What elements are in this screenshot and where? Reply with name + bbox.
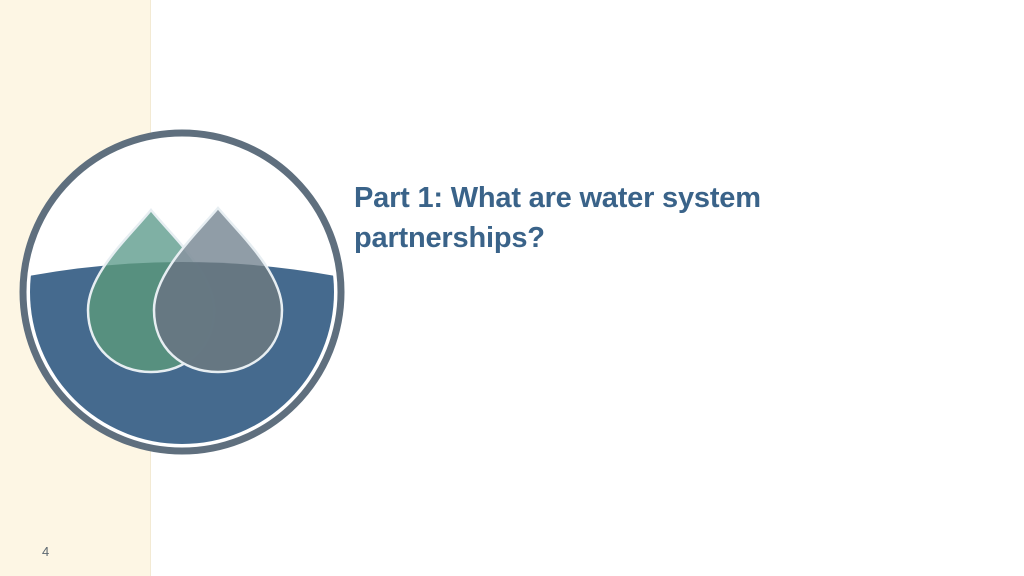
water-drops-logo-icon [19, 129, 345, 455]
slide-title: Part 1: What are water system partnershi… [354, 182, 761, 254]
slide-number: 4 [42, 544, 50, 559]
